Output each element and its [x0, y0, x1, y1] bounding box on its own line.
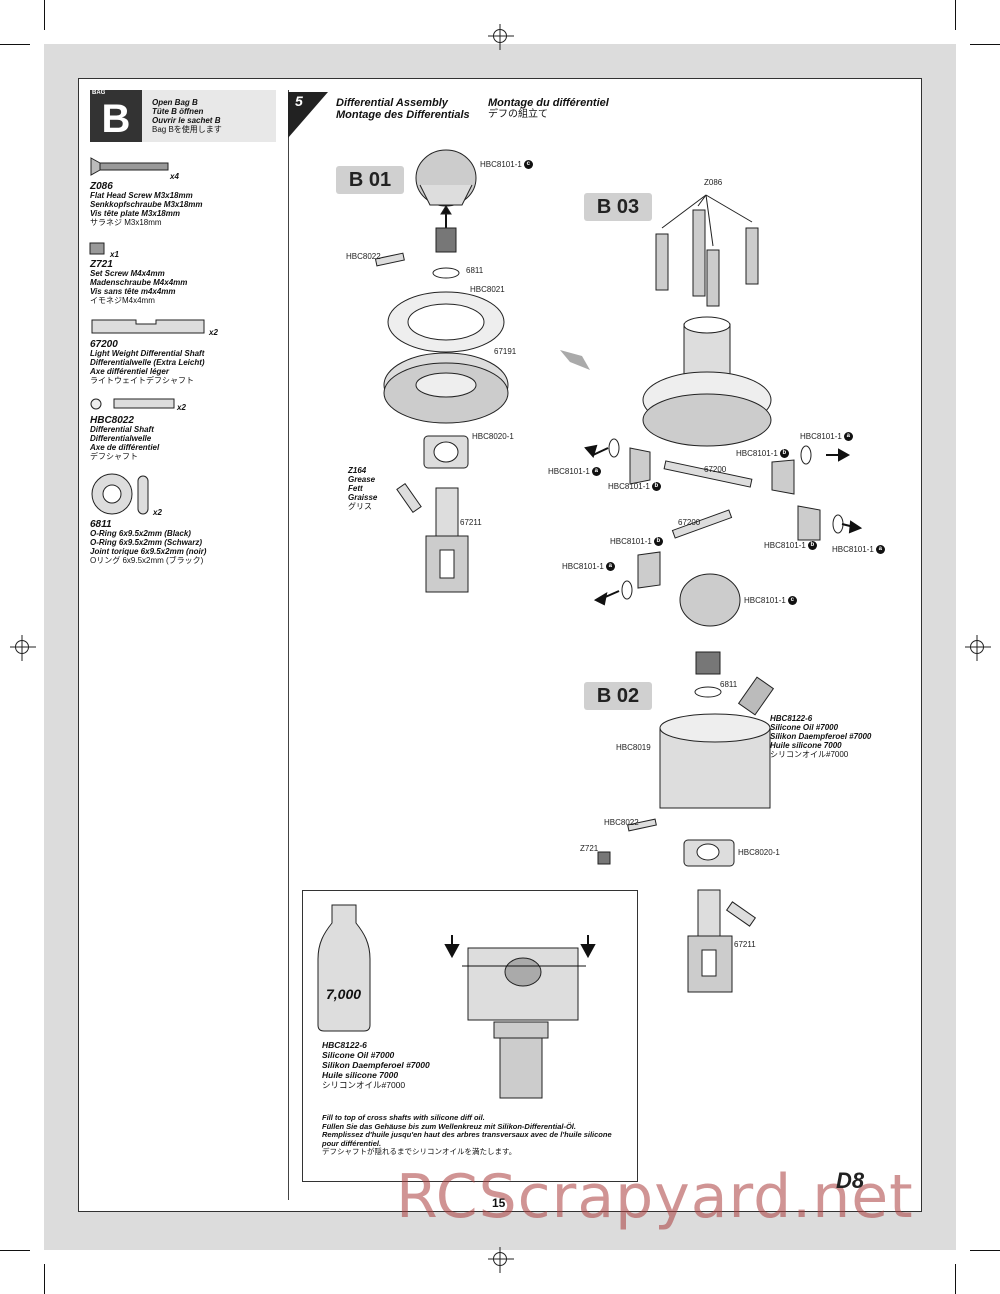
- crop-mark: [970, 1250, 1000, 1251]
- label-67211-b02: 67211: [734, 940, 756, 949]
- bag-letter: B: [90, 90, 142, 142]
- o-ring-icon: [91, 473, 149, 515]
- bag-line-de: Tüte B öffnen: [152, 107, 204, 116]
- crop-mark: [955, 1264, 956, 1294]
- step-marker: [288, 92, 328, 138]
- column-divider: [288, 90, 289, 1200]
- crop-mark: [0, 44, 30, 45]
- label-hbc8020: HBC8020-1: [472, 432, 514, 441]
- crop-mark: [44, 0, 45, 30]
- part-qty: x1: [110, 250, 119, 259]
- oil-bottle-label: 7,000: [326, 986, 362, 1002]
- registration-mark: [970, 640, 984, 654]
- inset-instructions: Fill to top of cross shafts with silicon…: [322, 1113, 612, 1156]
- bevel-gear-top: [415, 149, 477, 207]
- part-6811: 6811 O-Ring 6x9.5x2mm (Black)O-Ring 6x9.…: [90, 519, 207, 566]
- shaft-icon: [91, 319, 205, 334]
- brand-logo: D8: [836, 1168, 865, 1193]
- screw-icon: [90, 157, 169, 176]
- crop-mark: [0, 1250, 30, 1251]
- bag-instructions: Open Bag B Tüte B öffnen Ouvrir le sache…: [152, 98, 222, 134]
- label-hbc8022: HBC8022: [346, 252, 381, 261]
- screw-group: [655, 209, 759, 307]
- registration-mark: [493, 29, 507, 43]
- label-67200-top: 67200: [704, 465, 727, 474]
- bag-line-en: Open Bag B: [152, 98, 198, 107]
- part-qty: x4: [170, 172, 179, 181]
- bag-line-jp: Bag Bを使用します: [152, 125, 222, 134]
- part-qty: x2: [153, 508, 162, 517]
- label-67191: 67191: [494, 347, 517, 356]
- label-z086: Z086: [704, 178, 723, 187]
- label-hbc8019: HBC8019: [616, 743, 651, 752]
- label-z721: Z721: [580, 844, 599, 853]
- label-6811: 6811: [466, 266, 484, 275]
- pin-icon: [90, 398, 175, 410]
- label-hbc8022-b02: HBC8022: [604, 818, 639, 827]
- oil-fill-inset: [302, 890, 638, 1182]
- bag-line-fr: Ouvrir le sachet B: [152, 116, 221, 125]
- crop-mark: [970, 44, 1000, 45]
- label-hbc8020-b02: HBC8020-1: [738, 848, 780, 857]
- label-67200-bottom: 67200: [678, 518, 701, 527]
- label-hbc8021: HBC8021: [470, 285, 505, 294]
- watermark: RCScrapyard.net: [396, 1162, 914, 1232]
- step-b01-bubble: B 01: [336, 166, 404, 194]
- label-6811-b02: 6811: [720, 680, 738, 689]
- set-screw-icon: [89, 242, 105, 255]
- step-b02-bubble: B 02: [584, 682, 652, 710]
- label-67211: 67211: [460, 518, 482, 527]
- step-number: 5: [295, 93, 303, 109]
- registration-mark: [15, 640, 29, 654]
- bag-tag: BAG: [92, 90, 106, 96]
- registration-mark: [493, 1252, 507, 1266]
- crop-mark: [955, 0, 956, 30]
- crop-mark: [44, 1264, 45, 1294]
- step-b03-bubble: B 03: [584, 193, 652, 221]
- part-qty: x2: [209, 328, 218, 337]
- part-qty: x2: [177, 403, 186, 412]
- page-number: 15: [492, 1196, 506, 1210]
